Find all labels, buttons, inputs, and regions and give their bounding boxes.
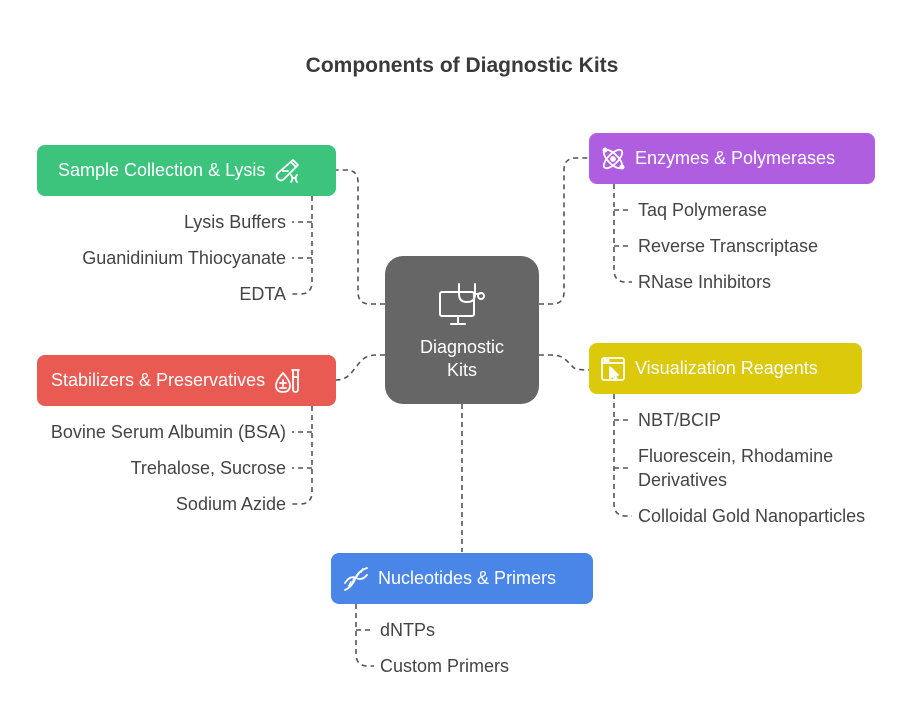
category-nucleotides: Nucleotides & Primers <box>331 553 593 604</box>
category-enzymes: Enzymes & Polymerases <box>589 133 875 184</box>
list-item: Sodium Azide <box>175 494 286 514</box>
list-item: Taq Polymerase <box>638 200 768 220</box>
category-label: Nucleotides & Primers <box>378 568 557 588</box>
connector-enzyme-items <box>613 184 632 283</box>
connector-visualization-items <box>613 394 632 517</box>
category-sample-collection: Sample Collection & Lysis <box>37 145 336 196</box>
category-stabilizers: Stabilizers & Preservatives <box>37 355 336 406</box>
category-label: Visualization Reagents <box>635 358 818 378</box>
list-item: Trehalose, Sucrose <box>130 458 286 478</box>
list-item: Guanidinium Thiocyanate <box>82 248 286 268</box>
connector-sample <box>336 169 385 305</box>
list-item: NBT/BCIP <box>638 410 722 430</box>
connector-stabilizers <box>335 354 385 381</box>
page-title: Components of Diagnostic Kits <box>305 54 619 77</box>
center-label-line1: Diagnostic <box>419 337 505 357</box>
list-item: Colloidal Gold Nanoparticles <box>638 506 866 526</box>
list-item: RNase Inhibitors <box>638 272 772 292</box>
connector-stabilizer-items <box>292 406 313 505</box>
droplet-vial-icon <box>273 367 301 395</box>
list-item: EDTA <box>239 284 286 304</box>
list-item: Bovine Serum Albumin (BSA) <box>50 422 286 442</box>
monitor-stethoscope-icon <box>437 280 487 333</box>
list-item: dNTPs <box>380 620 436 640</box>
category-label: Sample Collection & Lysis <box>58 160 266 180</box>
list-item: Reverse Transcriptase <box>638 236 819 256</box>
category-label: Enzymes & Polymerases <box>635 148 836 168</box>
connector-visualization <box>539 354 590 371</box>
dna-icon <box>342 565 370 593</box>
connector-enzymes <box>539 157 589 305</box>
center-node: Diagnostic Kits <box>385 256 539 404</box>
atom-icon <box>599 145 627 173</box>
connector-sample-items <box>292 196 313 295</box>
connector-nucleotide-items <box>355 604 374 667</box>
list-item: Fluorescein, Rhodamine <box>638 446 834 466</box>
test-tube-dna-icon <box>273 157 301 185</box>
category-label: Stabilizers & Preservatives <box>51 370 266 390</box>
screen-pointer-icon <box>599 355 627 383</box>
list-item: Custom Primers <box>380 656 510 676</box>
category-visualization: Visualization Reagents <box>589 343 862 394</box>
center-label-line2: Kits <box>446 360 477 380</box>
list-item: Lysis Buffers <box>183 212 286 232</box>
list-item: Derivatives <box>638 470 728 490</box>
